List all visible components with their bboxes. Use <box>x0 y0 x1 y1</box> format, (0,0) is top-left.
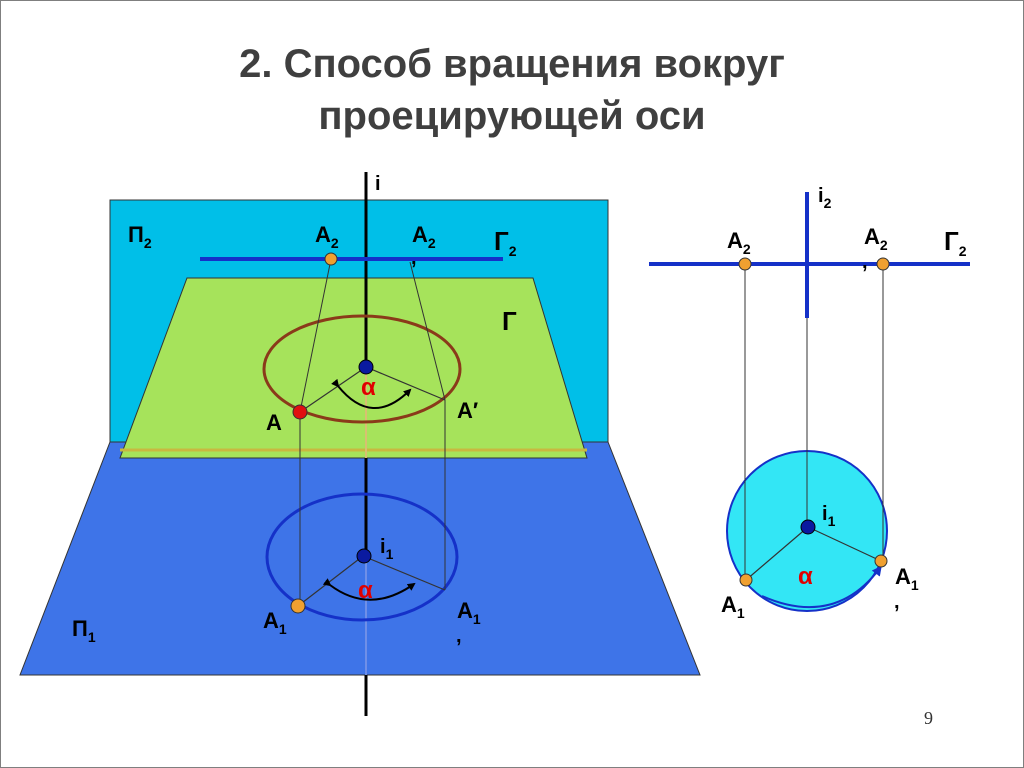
label-gamma2-right: Г2 <box>944 226 967 259</box>
slide-title: 2. Способ вращения вокруг проецирующей о… <box>0 38 1024 142</box>
label-A2: А2 <box>315 222 339 251</box>
label-pi2: П2 <box>128 222 152 251</box>
orthographic-view: i2 А2 А2 , Г2 i1 α А1 А1 , <box>649 185 970 621</box>
point-A1-prime-right <box>874 554 888 568</box>
spatial-view: i П2 А2 А2 , Г2 Г α А А′ i1 α А1 А1 , П1 <box>19 172 701 716</box>
label-alpha-top: α <box>361 374 376 401</box>
point-A2-right <box>738 257 752 271</box>
label-pi1: П1 <box>72 616 96 645</box>
label-A2-right: А2 <box>727 228 751 257</box>
line-A2-A <box>299 258 332 413</box>
title-line-1: 2. Способ вращения вокруг <box>239 42 785 86</box>
label-A1-right: А1 <box>721 592 745 621</box>
page-number: 9 <box>924 708 933 728</box>
rotation-circle-bottom <box>265 492 459 622</box>
radius-i1-A1p <box>807 526 882 562</box>
label-i2: i2 <box>818 185 832 211</box>
label-A1-prime-mark: , <box>456 625 462 647</box>
label-A2-prime-right: А2 <box>864 224 888 253</box>
plane-gamma <box>119 277 588 459</box>
point-A2-prime-right <box>876 257 890 271</box>
title-line-2: проецирующей оси <box>318 94 706 138</box>
angle-arc-top <box>331 378 412 409</box>
point-A1-right <box>739 573 753 587</box>
label-A1: А1 <box>263 608 287 637</box>
label-A1-prime-right-mark: , <box>894 591 900 613</box>
rotation-circle-top <box>262 314 462 424</box>
label-gamma: Г <box>502 306 517 336</box>
point-A <box>292 404 308 420</box>
radius-bottom-A1p <box>362 555 446 591</box>
label-A2-prime-right-mark: , <box>862 251 868 273</box>
rotation-arrow-arc <box>761 565 882 609</box>
label-A: А <box>266 410 282 435</box>
point-A1 <box>290 598 306 614</box>
label-axis-i: i <box>375 173 381 195</box>
label-A-prime: А′ <box>457 398 478 423</box>
label-alpha-right: α <box>798 563 813 590</box>
point-axis-top <box>358 359 374 375</box>
label-i1: i1 <box>380 536 394 562</box>
label-A2-prime: А2 <box>412 222 436 251</box>
label-alpha-bottom: α <box>358 577 373 604</box>
point-i1 <box>356 548 372 564</box>
radius-i1-A1 <box>745 526 809 581</box>
angle-arc-bottom <box>322 578 416 601</box>
point-A2 <box>324 252 338 266</box>
label-A1-prime: А1 <box>457 598 481 627</box>
label-A2-prime-mark: , <box>411 247 417 269</box>
point-i1-right <box>800 519 816 535</box>
label-A1-prime-right: А1 <box>895 564 919 593</box>
label-gamma2: Г2 <box>494 226 517 259</box>
line-A2p-Ap <box>409 261 446 401</box>
label-i1-right: i1 <box>822 503 836 529</box>
